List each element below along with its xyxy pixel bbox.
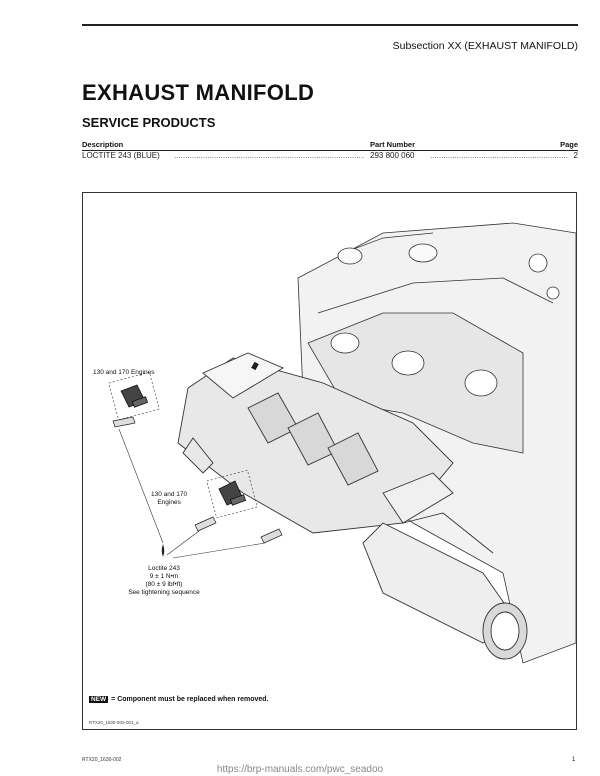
- figure-legend: NEW = Component must be replaced when re…: [89, 696, 269, 703]
- col-description: Description: [82, 140, 124, 149]
- leader-dots: ........................................…: [430, 151, 568, 160]
- torque-nm: 9 ± 1 N•m: [149, 573, 179, 581]
- col-part-number: Part Number: [370, 140, 416, 149]
- torque-lbf: (80 ± 9 lbf•ft): [145, 581, 183, 589]
- tightening-sequence-note: See tightening sequence: [128, 589, 200, 597]
- callout-mid-engines: 130 and 170 Engines: [151, 491, 187, 507]
- header-rule: [82, 24, 578, 26]
- product-part-number: 293 800 060: [370, 151, 415, 160]
- product-page: 2: [573, 151, 578, 160]
- callout-top-engines: 130 and 170 Engines: [93, 369, 155, 376]
- subsection-label: Subsection XX (EXHAUST MANIFOLD): [392, 40, 578, 52]
- product-description: LOCTITE 243 (BLUE): [82, 151, 160, 160]
- callout-loctite: Loctite 243 9 ± 1 N•m (80 ± 9 lbf•ft) Se…: [109, 565, 219, 598]
- source-url[interactable]: https://brp-manuals.com/pwc_seadoo: [216, 764, 384, 775]
- leader-dots: ........................................…: [174, 151, 364, 160]
- page-number: 1: [572, 757, 576, 763]
- callout-mid-engines-line1: 130 and 170: [151, 491, 188, 498]
- new-badge: NEW: [89, 696, 109, 703]
- page-title: EXHAUST MANIFOLD: [82, 80, 315, 105]
- footer-code: RTX20_1630-002: [82, 757, 122, 763]
- loctite-label: Loctite 243: [148, 565, 180, 572]
- figure-code: RTX20_1630-002-001_a: [89, 720, 139, 725]
- exhaust-manifold-illustration: [108, 222, 576, 664]
- section-subtitle: SERVICE PRODUCTS: [82, 115, 216, 130]
- col-page: Page: [560, 140, 578, 149]
- service-products-rule: [82, 150, 578, 151]
- callout-mid-engines-line2: Engines: [157, 499, 181, 507]
- exhaust-manifold-figure: 130 and 170 Engines 130 and 170 Engines …: [82, 192, 577, 730]
- legend-text: = Component must be replaced when remove…: [111, 696, 269, 703]
